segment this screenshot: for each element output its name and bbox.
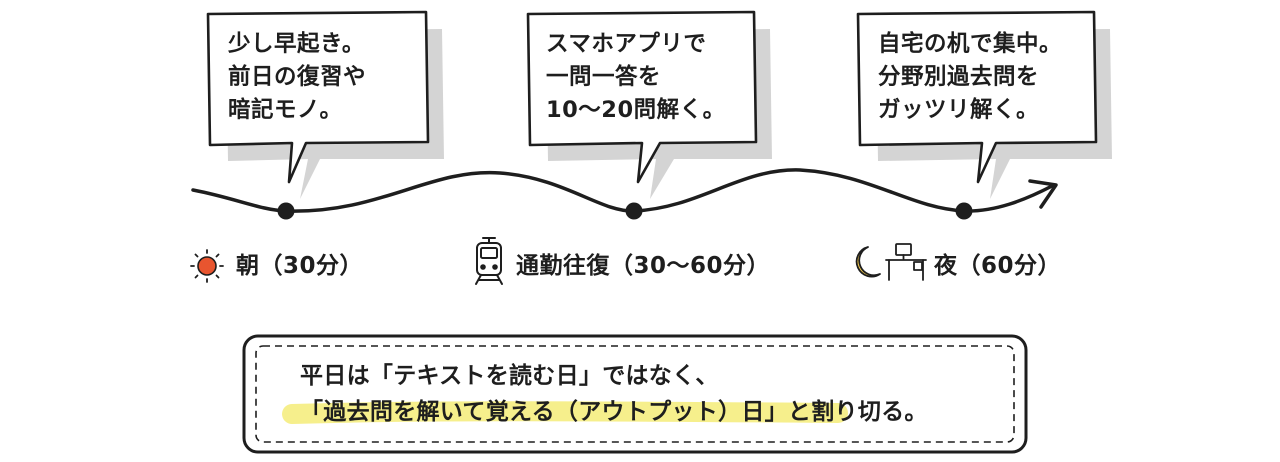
stop-label-commute: 通勤往復（30～60分） — [516, 253, 771, 279]
bubble-text-morning: 少し早起き。 前日の復習や 暗記モノ。 — [228, 28, 366, 127]
timeline-arrowhead — [1028, 179, 1058, 209]
bubble-line: 分野別過去問を — [878, 64, 1040, 90]
timeline-line — [191, 168, 1054, 213]
bubble-line: スマホアプリで — [546, 31, 707, 57]
bubble-line: 少し早起き。 — [228, 31, 365, 57]
note-line-2: 「過去問を解いて覚える（アウトプット）日」と割り切る。 — [300, 397, 928, 427]
timeline-dot-commute — [625, 202, 643, 220]
bubble-line: 前日の復習や — [228, 64, 367, 90]
train-icon — [475, 237, 503, 285]
speech-bubble-commute — [526, 10, 772, 199]
moon-desk-icon — [855, 243, 927, 281]
bubble-text-commute: スマホアプリで 一問一答を 10～20問解く。 — [546, 28, 726, 127]
stop-label-morning: 朝（30分） — [236, 253, 364, 279]
speech-bubble-night — [856, 10, 1112, 199]
bubble-line: 10～20問解く。 — [546, 97, 726, 123]
note-highlighted-phrase: 「過去問を解いて覚える（アウトプット）日」 — [300, 399, 788, 425]
highlight-marker — [282, 401, 848, 424]
bubble-line: 自宅の机で集中。 — [878, 31, 1063, 57]
stop-label-night: 夜（60分） — [934, 253, 1062, 279]
timeline-dot-night — [955, 202, 973, 220]
sun-icon — [190, 249, 224, 283]
bubble-line: ガッツリ解く。 — [878, 97, 1040, 123]
note-line-1: 平日は「テキストを読む日」ではなく、 — [300, 363, 719, 389]
speech-bubble-morning — [206, 10, 444, 199]
bubble-line: 暗記モノ。 — [228, 97, 343, 123]
bubble-line: 一問一答を — [546, 64, 662, 90]
bubble-text-night: 自宅の机で集中。 分野別過去問を ガッツリ解く。 — [878, 28, 1062, 127]
note-line-2-rest: と割り切る。 — [787, 399, 928, 425]
note-box — [242, 334, 1028, 454]
timeline-dot-morning — [277, 202, 295, 220]
